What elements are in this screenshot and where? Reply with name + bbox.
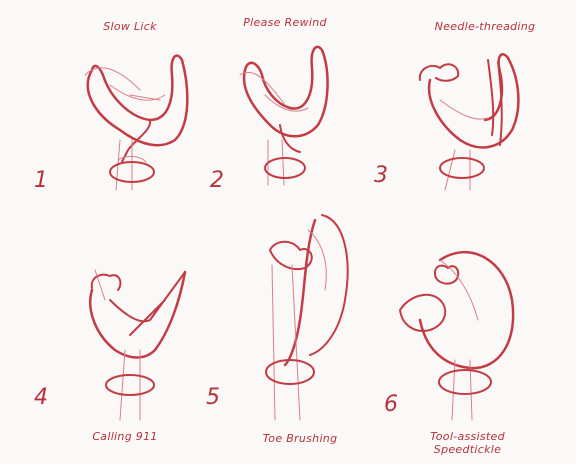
panel-6-sketch	[399, 250, 515, 421]
panel-3-number: 3	[374, 163, 388, 188]
panel-4-caption: Calling 911	[92, 430, 158, 443]
panel-5-caption: Toe Brushing	[262, 432, 338, 445]
panel-5-number: 5	[206, 385, 220, 410]
panel-2-caption: Please Rewind	[243, 16, 327, 29]
panel-6-number: 6	[384, 392, 398, 417]
panel-1-number: 1	[34, 168, 48, 193]
panel-2-number: 2	[210, 168, 224, 193]
panel-5-sketch	[265, 214, 349, 421]
panel-4-sketch	[89, 269, 187, 421]
panel-3-caption: Needle-threading	[434, 20, 536, 33]
panel-1-caption: Slow Lick	[103, 20, 157, 33]
panel-2-sketch	[239, 45, 329, 186]
panel-6-caption: Tool-assisted Speedtickle	[430, 430, 505, 456]
panel-3-sketch	[418, 53, 520, 191]
panel-4-number: 4	[34, 385, 48, 410]
panel-1-sketch	[84, 54, 189, 191]
